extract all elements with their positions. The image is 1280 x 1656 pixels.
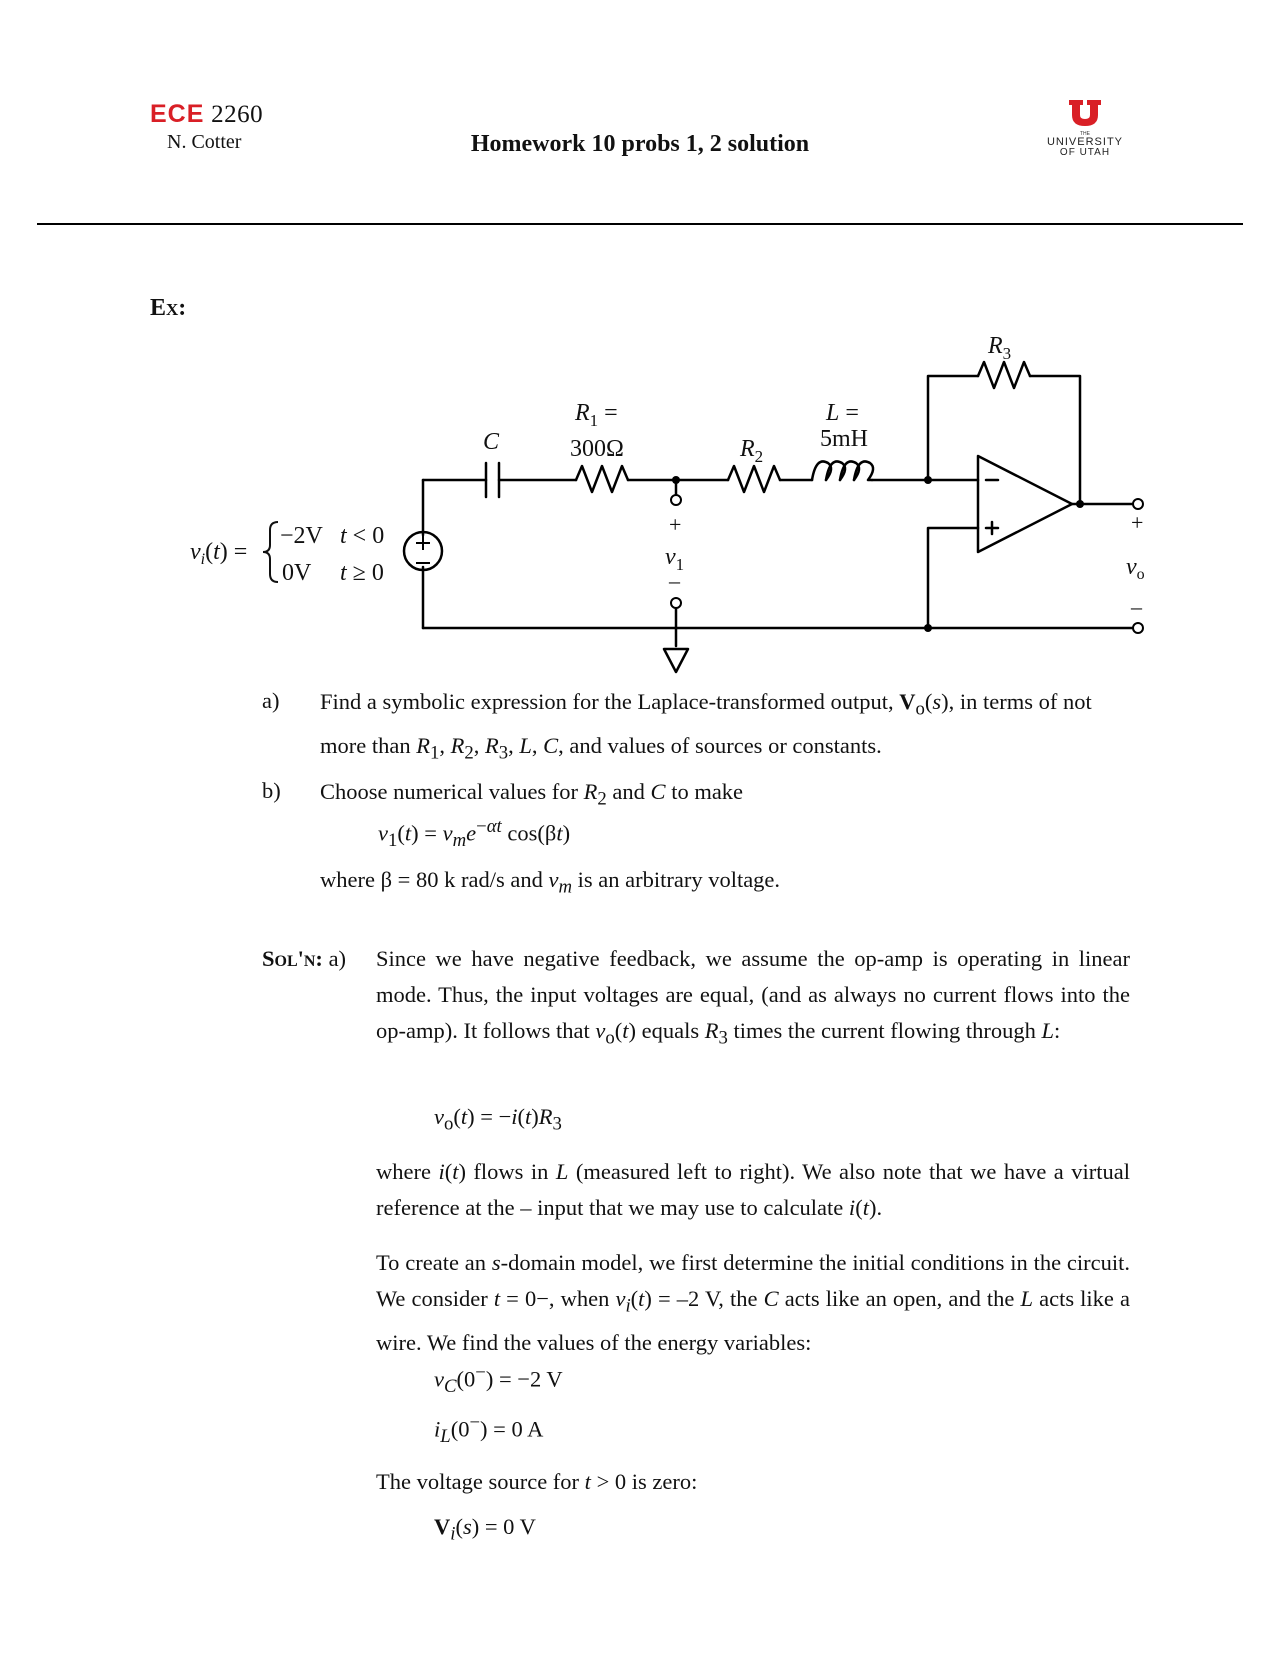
- solution-label: Sol'n: a): [262, 941, 346, 977]
- course-code: ECE 2260: [150, 100, 263, 129]
- logo-the: THE: [1080, 131, 1090, 137]
- solution-para-1: Since we have negative feedback, we assu…: [376, 946, 1130, 1049]
- svg-text:t ≥ 0: t ≥ 0: [340, 560, 384, 586]
- vi-s-equation: Vi(s) = 0 V: [434, 1514, 536, 1545]
- part-b-label: b): [262, 778, 281, 803]
- section-label: Ex:: [150, 295, 187, 321]
- svg-text:5mH: 5mH: [820, 426, 868, 452]
- v1-equation: v1(t) = vme−αt cos(βt): [378, 816, 571, 851]
- course-prefix: ECE: [150, 100, 205, 128]
- svg-text:R3: R3: [987, 333, 1011, 363]
- svg-text:vo: vo: [1126, 554, 1145, 583]
- part-b-text: Choose numerical values for R2 and C to …: [320, 779, 744, 810]
- svg-text:C: C: [483, 429, 500, 455]
- part-a-text: Find a symbolic expression for the Lapla…: [320, 689, 1092, 763]
- svg-text:R2: R2: [739, 436, 763, 466]
- solution-para-2: where i(t) flows in L (measured left to …: [376, 1159, 1130, 1220]
- circuit-diagram: C R1 = 300Ω R2 L = 5mH R3 + v1 – + vo – …: [190, 333, 1145, 674]
- svg-text:L =: L =: [825, 400, 859, 426]
- part-a-label: a): [262, 688, 280, 713]
- vc-initial: vC(0−) = −2 V: [434, 1362, 563, 1397]
- svg-text:t < 0: t < 0: [340, 523, 384, 549]
- svg-text:−2V: −2V: [280, 523, 324, 549]
- part-b-where: where β = 80 k rad/s and vm is an arbitr…: [320, 867, 781, 898]
- svg-text:vi(t) =: vi(t) =: [190, 539, 247, 568]
- header-divider: [37, 223, 1243, 225]
- solution-heading: Sol'n:: [262, 946, 323, 971]
- logo-of-utah: OF UTAH: [1059, 147, 1111, 158]
- svg-text:300Ω: 300Ω: [570, 436, 624, 462]
- u-logo-icon: [1069, 100, 1101, 126]
- solution-part: a): [328, 946, 347, 971]
- logo-university: UNIVERSITY: [1046, 136, 1123, 148]
- svg-text:0V: 0V: [282, 560, 312, 586]
- svg-text:R1 =: R1 =: [574, 400, 618, 430]
- svg-text:–: –: [668, 568, 681, 593]
- vo-equation: vo(t) = −i(t)R3: [434, 1104, 562, 1135]
- svg-text:–: –: [1130, 594, 1143, 619]
- author: N. Cotter: [167, 131, 242, 153]
- solution-para-3: To create an s-domain model, we first de…: [376, 1250, 1130, 1355]
- university-logo: THE UNIVERSITY OF UTAH: [1040, 100, 1130, 158]
- svg-text:+: +: [1131, 510, 1143, 535]
- page-title: Homework 10 probs 1, 2 solution: [470, 131, 810, 157]
- svg-text:+: +: [669, 512, 681, 537]
- il-initial: iL(0−) = 0 A: [434, 1412, 544, 1447]
- solution-para-4: The voltage source for t > 0 is zero:: [376, 1469, 698, 1494]
- course-number: 2260: [211, 101, 264, 128]
